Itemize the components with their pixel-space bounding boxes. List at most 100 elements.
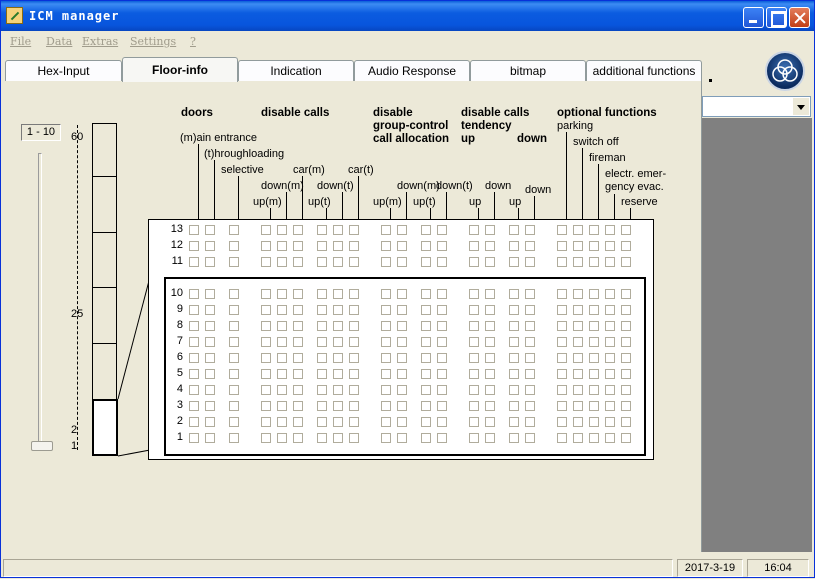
tab-indication[interactable]: Indication bbox=[238, 60, 354, 82]
floor-option-checkbox[interactable] bbox=[205, 305, 215, 315]
floor-option-checkbox[interactable] bbox=[333, 401, 343, 411]
floor-option-checkbox[interactable] bbox=[485, 241, 495, 251]
chevron-down-icon[interactable] bbox=[793, 98, 809, 115]
floor-option-checkbox[interactable] bbox=[525, 289, 535, 299]
floor-option-checkbox[interactable] bbox=[229, 241, 239, 251]
floor-option-checkbox[interactable] bbox=[421, 225, 431, 235]
floor-option-checkbox[interactable] bbox=[589, 289, 599, 299]
floor-option-checkbox[interactable] bbox=[317, 353, 327, 363]
floor-option-checkbox[interactable] bbox=[189, 401, 199, 411]
floor-option-checkbox[interactable] bbox=[349, 417, 359, 427]
floor-option-checkbox[interactable] bbox=[277, 369, 287, 379]
floor-option-checkbox[interactable] bbox=[293, 385, 303, 395]
floor-option-checkbox[interactable] bbox=[509, 321, 519, 331]
floor-option-checkbox[interactable] bbox=[349, 257, 359, 267]
floor-option-checkbox[interactable] bbox=[605, 353, 615, 363]
floor-option-checkbox[interactable] bbox=[277, 225, 287, 235]
floor-option-checkbox[interactable] bbox=[333, 321, 343, 331]
floor-option-checkbox[interactable] bbox=[557, 225, 567, 235]
floor-option-checkbox[interactable] bbox=[397, 305, 407, 315]
floor-option-checkbox[interactable] bbox=[349, 305, 359, 315]
floor-option-checkbox[interactable] bbox=[317, 321, 327, 331]
floor-option-checkbox[interactable] bbox=[525, 433, 535, 443]
floor-option-checkbox[interactable] bbox=[437, 337, 447, 347]
floor-option-checkbox[interactable] bbox=[605, 337, 615, 347]
floor-option-checkbox[interactable] bbox=[397, 321, 407, 331]
floor-option-checkbox[interactable] bbox=[557, 353, 567, 363]
floor-option-checkbox[interactable] bbox=[421, 401, 431, 411]
floor-option-checkbox[interactable] bbox=[485, 289, 495, 299]
floor-option-checkbox[interactable] bbox=[437, 369, 447, 379]
floor-option-checkbox[interactable] bbox=[485, 305, 495, 315]
floor-option-checkbox[interactable] bbox=[317, 385, 327, 395]
floor-option-checkbox[interactable] bbox=[589, 401, 599, 411]
floor-option-checkbox[interactable] bbox=[485, 417, 495, 427]
floor-option-checkbox[interactable] bbox=[205, 337, 215, 347]
floor-option-checkbox[interactable] bbox=[333, 241, 343, 251]
floor-option-checkbox[interactable] bbox=[589, 241, 599, 251]
floor-option-checkbox[interactable] bbox=[509, 305, 519, 315]
floor-option-checkbox[interactable] bbox=[421, 257, 431, 267]
tab-additional-functions[interactable]: additional functions bbox=[586, 60, 702, 82]
floor-option-checkbox[interactable] bbox=[333, 385, 343, 395]
floor-option-checkbox[interactable] bbox=[509, 257, 519, 267]
floor-option-checkbox[interactable] bbox=[277, 289, 287, 299]
floor-option-checkbox[interactable] bbox=[381, 369, 391, 379]
floor-option-checkbox[interactable] bbox=[573, 257, 583, 267]
floor-option-checkbox[interactable] bbox=[589, 433, 599, 443]
floor-option-checkbox[interactable] bbox=[509, 369, 519, 379]
floor-option-checkbox[interactable] bbox=[189, 417, 199, 427]
floor-option-checkbox[interactable] bbox=[469, 385, 479, 395]
floor-option-checkbox[interactable] bbox=[437, 417, 447, 427]
floor-option-checkbox[interactable] bbox=[573, 241, 583, 251]
floor-option-checkbox[interactable] bbox=[525, 401, 535, 411]
floor-option-checkbox[interactable] bbox=[317, 241, 327, 251]
floor-option-checkbox[interactable] bbox=[397, 257, 407, 267]
floor-option-checkbox[interactable] bbox=[333, 257, 343, 267]
floor-option-checkbox[interactable] bbox=[381, 289, 391, 299]
floor-option-checkbox[interactable] bbox=[293, 321, 303, 331]
floor-option-checkbox[interactable] bbox=[261, 305, 271, 315]
floor-option-checkbox[interactable] bbox=[189, 305, 199, 315]
floor-option-checkbox[interactable] bbox=[589, 385, 599, 395]
floor-option-checkbox[interactable] bbox=[421, 241, 431, 251]
floor-option-checkbox[interactable] bbox=[421, 305, 431, 315]
close-button[interactable] bbox=[789, 7, 810, 28]
floor-option-checkbox[interactable] bbox=[205, 401, 215, 411]
floor-option-checkbox[interactable] bbox=[349, 385, 359, 395]
floor-option-checkbox[interactable] bbox=[317, 289, 327, 299]
floor-option-checkbox[interactable] bbox=[189, 433, 199, 443]
floor-option-checkbox[interactable] bbox=[205, 369, 215, 379]
floor-option-checkbox[interactable] bbox=[573, 225, 583, 235]
floor-option-checkbox[interactable] bbox=[229, 225, 239, 235]
floor-option-checkbox[interactable] bbox=[605, 241, 615, 251]
floor-option-checkbox[interactable] bbox=[229, 417, 239, 427]
floor-option-checkbox[interactable] bbox=[293, 337, 303, 347]
floor-option-checkbox[interactable] bbox=[621, 321, 631, 331]
floor-option-checkbox[interactable] bbox=[557, 433, 567, 443]
floor-option-checkbox[interactable] bbox=[469, 417, 479, 427]
floor-option-checkbox[interactable] bbox=[573, 353, 583, 363]
floor-option-checkbox[interactable] bbox=[589, 417, 599, 427]
floor-option-checkbox[interactable] bbox=[205, 353, 215, 363]
floor-option-checkbox[interactable] bbox=[437, 433, 447, 443]
floor-option-checkbox[interactable] bbox=[189, 385, 199, 395]
floor-option-checkbox[interactable] bbox=[525, 353, 535, 363]
floor-option-checkbox[interactable] bbox=[605, 385, 615, 395]
floor-option-checkbox[interactable] bbox=[317, 369, 327, 379]
floor-option-checkbox[interactable] bbox=[509, 401, 519, 411]
floor-option-checkbox[interactable] bbox=[557, 385, 567, 395]
floor-option-checkbox[interactable] bbox=[333, 225, 343, 235]
floor-option-checkbox[interactable] bbox=[261, 353, 271, 363]
floor-option-checkbox[interactable] bbox=[261, 225, 271, 235]
floor-option-checkbox[interactable] bbox=[277, 417, 287, 427]
floor-option-checkbox[interactable] bbox=[317, 433, 327, 443]
floor-option-checkbox[interactable] bbox=[189, 337, 199, 347]
floor-option-checkbox[interactable] bbox=[229, 321, 239, 331]
floor-option-checkbox[interactable] bbox=[277, 401, 287, 411]
floor-option-checkbox[interactable] bbox=[485, 337, 495, 347]
floor-option-checkbox[interactable] bbox=[557, 241, 567, 251]
floor-option-checkbox[interactable] bbox=[437, 257, 447, 267]
floor-option-checkbox[interactable] bbox=[621, 225, 631, 235]
floor-option-checkbox[interactable] bbox=[469, 257, 479, 267]
